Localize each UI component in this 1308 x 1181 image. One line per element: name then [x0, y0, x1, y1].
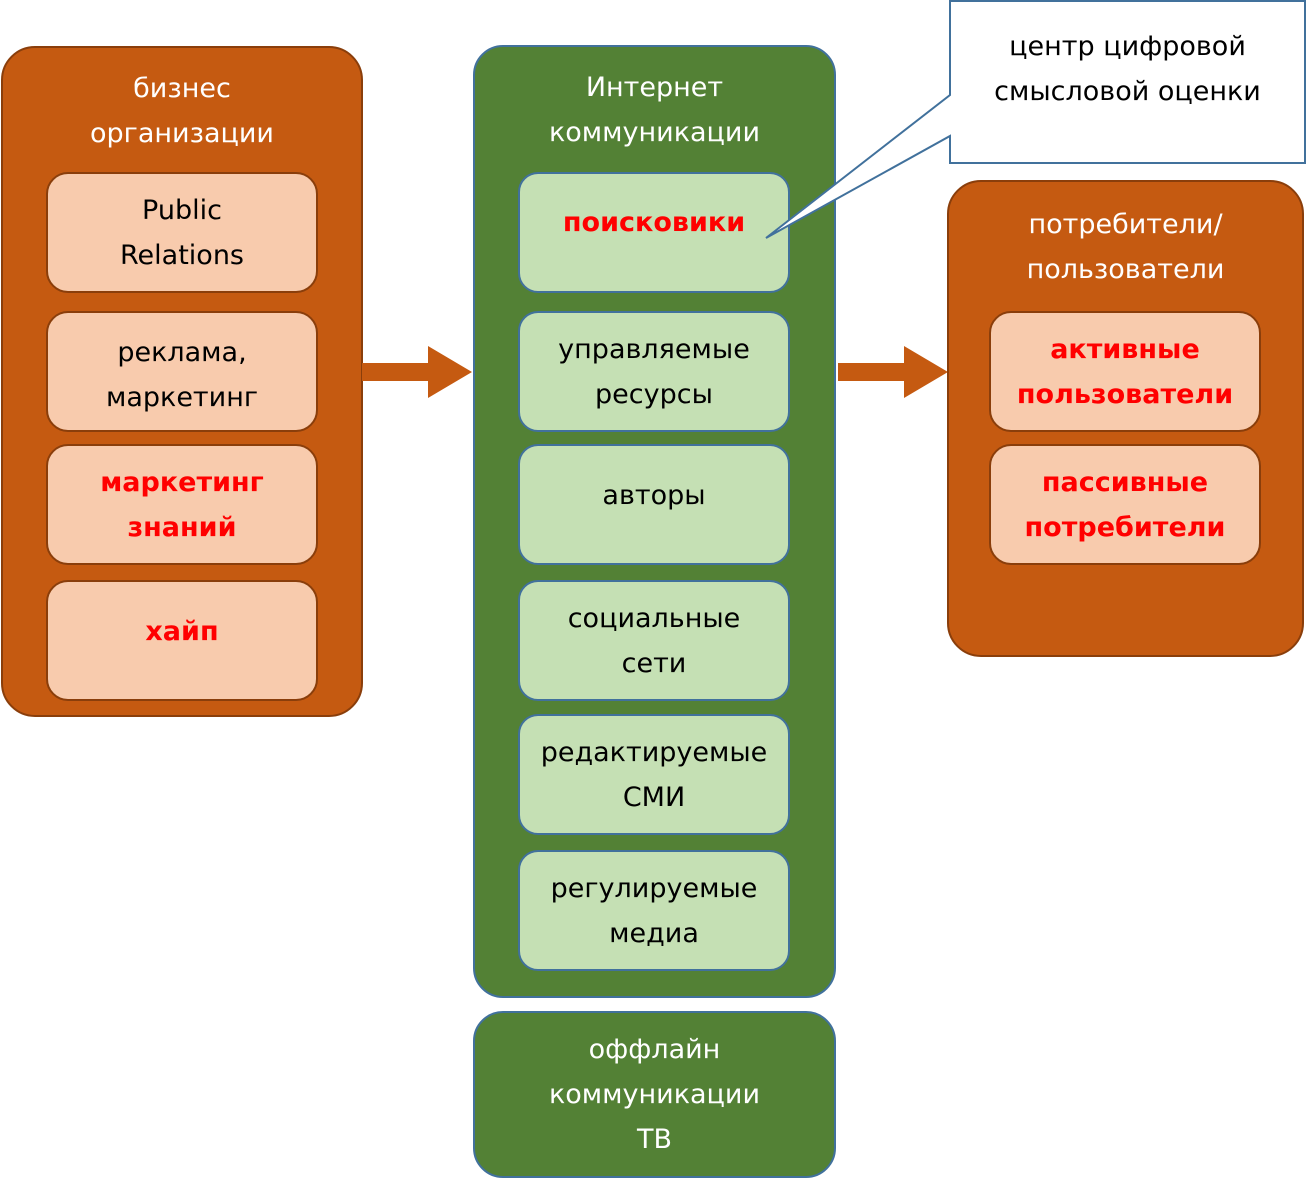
business-item-advertising: реклама, маркетинг: [46, 311, 318, 432]
callout-shape: [765, 0, 1306, 239]
internet-item-managed-resources: управляемые ресурсы: [518, 311, 790, 432]
right-arrow-icon: [362, 346, 472, 398]
item-line2: медиа: [609, 917, 699, 949]
item-line2: СМИ: [622, 781, 686, 813]
item-line1: редактируемые: [540, 736, 768, 768]
item-line2: маркетинг: [105, 382, 259, 413]
business-item-hype: хайп: [46, 580, 318, 701]
item-line1: активные: [1050, 333, 1200, 365]
item-line1: управляемые: [558, 333, 750, 365]
item-line2: потребители: [1024, 511, 1226, 543]
item-line2: ресурсы: [595, 378, 713, 410]
business-title-line1: бизнес: [133, 73, 231, 104]
item-line1: хайп: [145, 616, 219, 647]
internet-title-line2: коммуникации: [548, 117, 761, 148]
offline-line3: ТВ: [636, 1124, 672, 1155]
offline-line1: оффлайн: [588, 1034, 721, 1065]
callout-text: центр цифровой смысловой оценки: [950, 24, 1305, 114]
business-item-knowledge-marketing: маркетинг знаний: [46, 444, 318, 565]
item-line1: регулируемые: [550, 872, 758, 904]
item-line1: Public: [142, 194, 222, 226]
consumers-title: потребители/ пользователи: [949, 202, 1302, 292]
item-line1: авторы: [602, 480, 706, 511]
offline-line2: коммуникации: [548, 1079, 761, 1110]
callout-line1: центр цифровой: [1009, 31, 1246, 62]
business-title-line2: организации: [90, 118, 274, 149]
internet-title-line1: Интернет: [585, 72, 724, 103]
business-title: бизнес организации: [3, 66, 361, 156]
right-arrow-icon: [838, 346, 948, 398]
consumers-item-passive-consumers: пассивные потребители: [989, 444, 1261, 565]
item-line2: пользователи: [1016, 378, 1234, 410]
internet-title: Интернет коммуникации: [475, 65, 834, 155]
consumers-item-active-users: активные пользователи: [989, 311, 1261, 432]
internet-item-social-networks: социальные сети: [518, 580, 790, 701]
item-line2: Relations: [120, 239, 244, 271]
item-line1: маркетинг: [100, 466, 264, 498]
offline-text: оффлайн коммуникации ТВ: [549, 1027, 760, 1162]
internet-item-regulated-media: регулируемые медиа: [518, 850, 790, 971]
item-line2: сети: [621, 647, 687, 679]
item-line1: пассивные: [1041, 466, 1209, 498]
consumers-title-line1: потребители/: [1028, 209, 1223, 240]
callout-line2: смысловой оценки: [994, 76, 1261, 107]
item-line2: знаний: [127, 511, 237, 543]
consumers-title-line2: пользователи: [1026, 254, 1225, 285]
offline-panel: оффлайн коммуникации ТВ: [473, 1011, 836, 1178]
item-line1: социальные: [567, 602, 741, 634]
internet-item-search-engines: поисковики: [518, 172, 790, 293]
item-line1: реклама,: [117, 337, 247, 368]
item-line1: поисковики: [562, 207, 746, 238]
internet-item-authors: авторы: [518, 444, 790, 565]
